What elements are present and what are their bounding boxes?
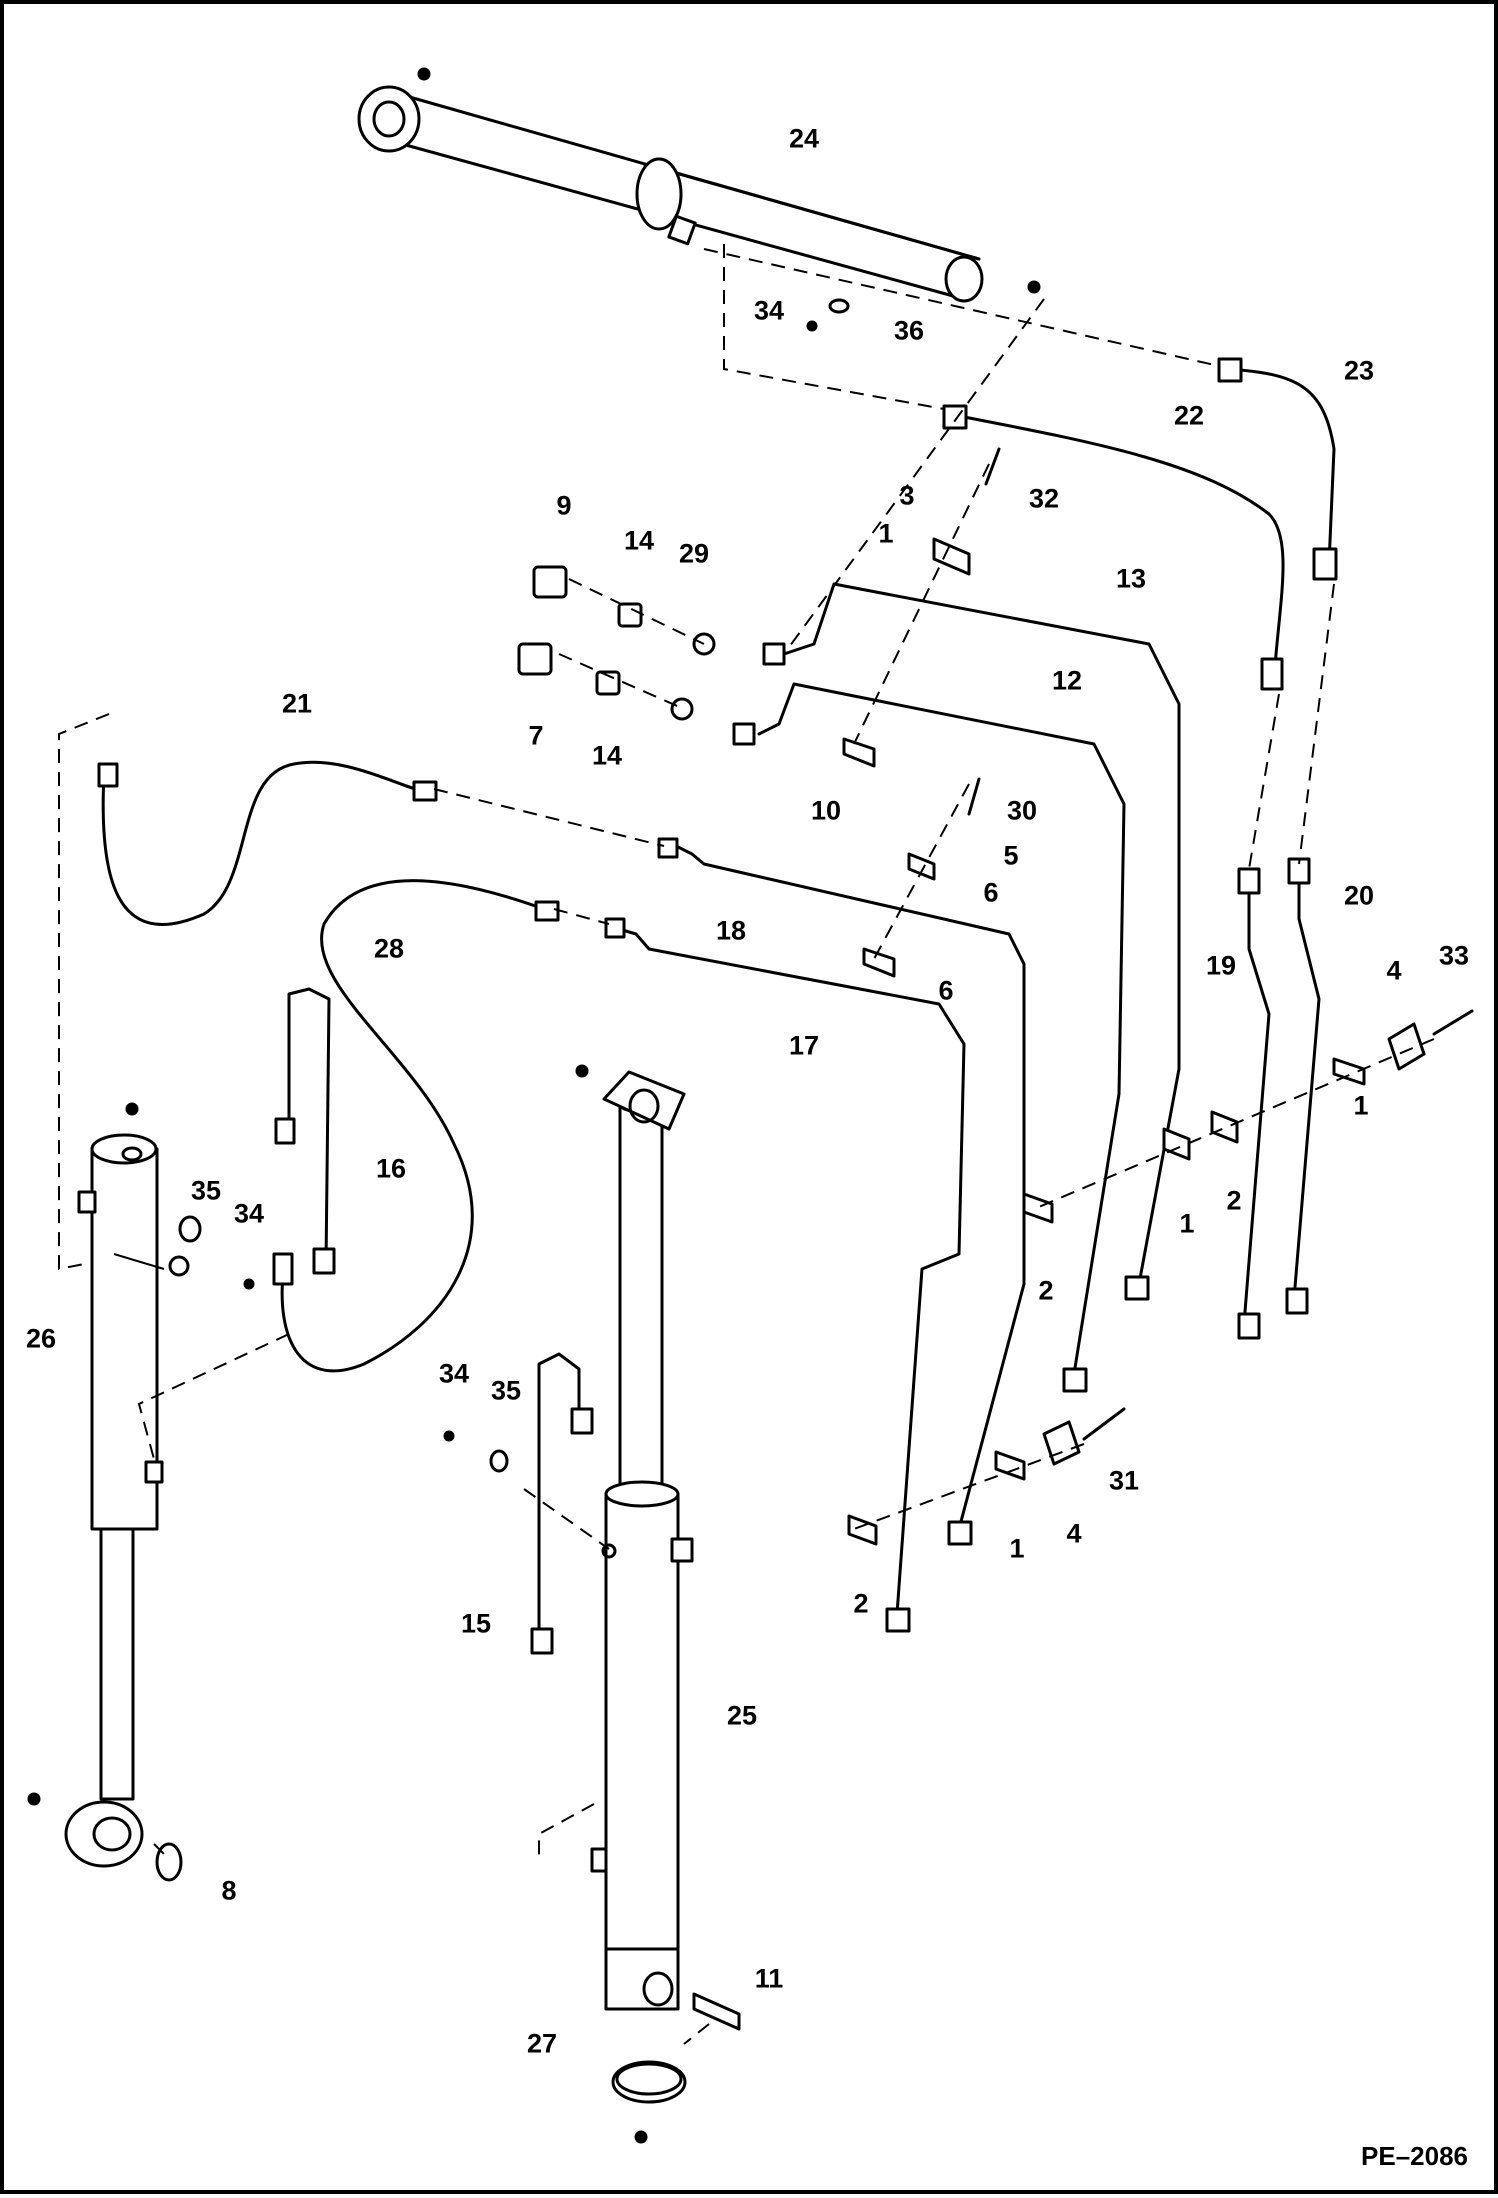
part-label-29: 29 [678,538,710,569]
part-label-20: 20 [1343,880,1375,911]
part-label-4: 4 [1386,955,1402,986]
tube-17 [617,927,966,1616]
part-label-1d: 1 [1009,1533,1025,1564]
part-label-27: 27 [526,2028,558,2059]
part-label-35: 35 [190,1175,222,1206]
part-label-10: 10 [810,795,842,826]
part-label-14: 14 [623,525,655,556]
part-label-1: 1 [878,518,894,549]
tube-20 [1292,867,1321,1301]
hose-28 [280,879,546,1373]
tube-13 [782,582,1181,1286]
tube-19 [1242,872,1271,1326]
part-label-33: 33 [1438,940,1470,971]
part-label-2: 2 [1226,1185,1242,1216]
part-label-17: 17 [788,1030,820,1061]
hose-23 [1227,367,1336,566]
cylinder-25 [575,1064,741,2144]
cylinder-24 [357,67,1041,303]
part-label-34b: 34 [233,1198,265,1229]
part-label-34: 34 [753,295,785,326]
tube-12 [757,682,1126,1376]
part-label-11: 11 [754,1963,784,1994]
part-label-13: 13 [1115,563,1147,594]
hose-21 [101,760,426,927]
tube-15 [537,1352,581,1641]
cylinder-26 [27,1102,183,1882]
part-label-2c: 2 [853,1588,869,1619]
part-label-28: 28 [373,933,405,964]
part-label-21: 21 [281,688,313,719]
part-label-34c: 34 [438,1358,470,1389]
part-label-32: 32 [1028,483,1060,514]
part-label-16: 16 [375,1153,407,1184]
figure-id: PE–2086 [1361,2141,1468,2171]
tube-16 [287,987,331,1266]
part-label-24: 24 [788,123,820,154]
part-label-22: 22 [1173,400,1205,431]
exploded-parts-diagram [27,67,1474,2144]
part-label-8: 8 [221,1875,237,1906]
part-label-30: 30 [1006,795,1038,826]
part-label-19: 19 [1205,950,1237,981]
part-label-7: 7 [528,720,544,751]
part-label-4b: 4 [1066,1518,1082,1549]
part-label-15: 15 [460,1608,492,1639]
part-label-18: 18 [715,915,747,946]
part-label-6b: 6 [938,975,954,1006]
part-label-25: 25 [726,1700,758,1731]
part-label-6: 6 [983,877,999,908]
part-label-26: 26 [25,1323,57,1354]
hose-22 [957,414,1285,681]
part-label-35b: 35 [490,1375,522,1406]
part-label-5: 5 [1003,840,1019,871]
part-label-36: 36 [893,315,925,346]
part-label-1c: 1 [1179,1208,1195,1239]
part-label-9: 9 [556,490,572,521]
part-label-2b: 2 [1038,1275,1054,1306]
part-label-31: 31 [1108,1465,1140,1496]
part-label-14b: 14 [591,740,623,771]
part-label-23: 23 [1343,355,1375,386]
part-label-1b: 1 [1353,1090,1369,1121]
part-label-3: 3 [899,480,915,511]
tube-18 [674,844,1026,1531]
part-label-12: 12 [1051,665,1083,696]
